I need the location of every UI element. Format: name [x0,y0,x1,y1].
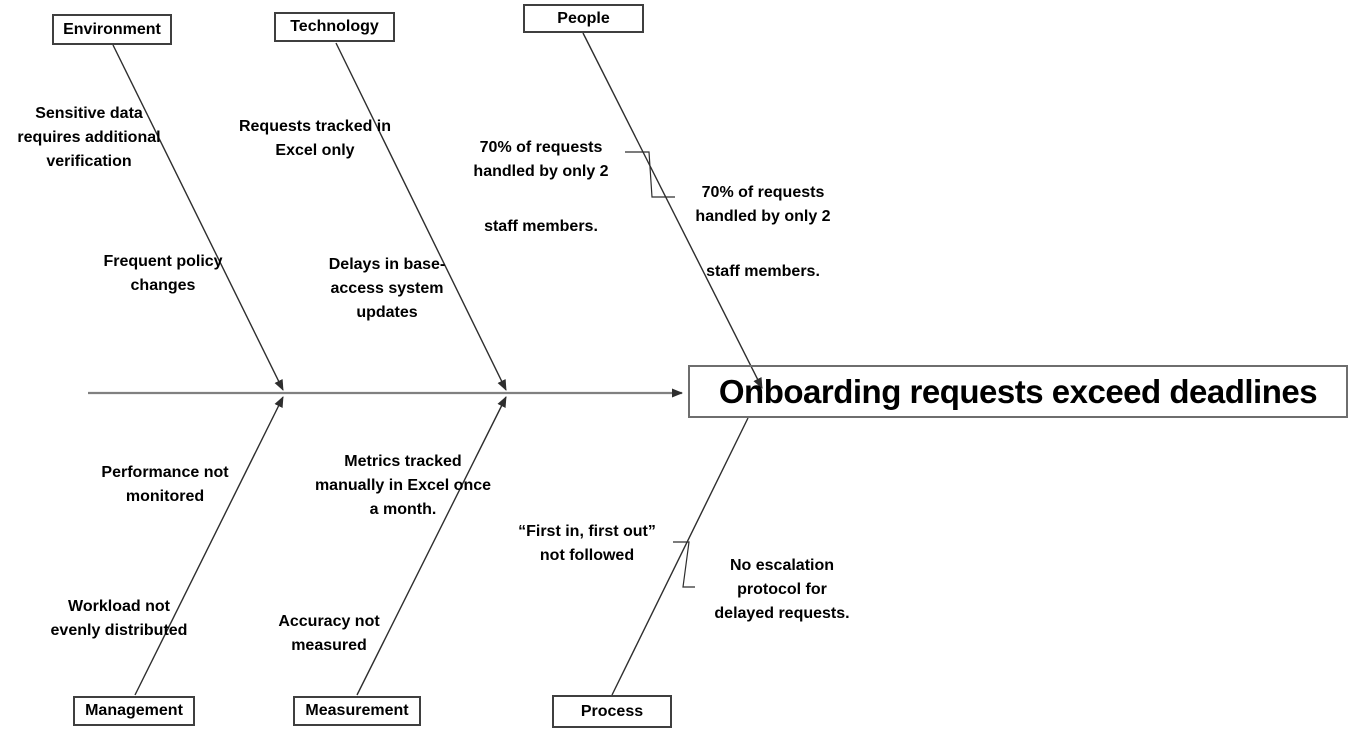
connector-bracket-process [673,541,695,588]
category-label-environment: Environment [63,20,161,38]
category-box-technology: Technology [274,12,395,42]
category-box-process: Process [552,695,672,728]
category-label-process: Process [580,702,644,720]
cause-technology-1: Requests tracked in Excel only [238,118,392,159]
branch-line-technology [335,42,507,391]
problem-box: Onboarding requests exceed deadlines [688,365,1348,418]
cause-management-1: Performance not monitored [101,464,229,505]
cause-process-1: “First in, first out” not followed [518,523,656,564]
category-box-environment: Environment [52,14,172,45]
cause-technology-2: Delays in base- access system updates [328,256,446,321]
branch-line-measurement [356,396,507,696]
branch-line-process [611,417,749,696]
cause-people-2-main: 70% of requests handled by only 2 [695,184,831,225]
connector-bracket-people [625,151,675,198]
category-label-people: People [557,9,610,27]
cause-measurement-2: Accuracy not measured [278,613,380,654]
category-box-people: People [523,4,644,33]
cause-people-1-main: 70% of requests handled by only 2 [473,139,609,180]
category-label-measurement: Measurement [305,702,409,719]
cause-management-2: Workload not evenly distributed [50,598,188,639]
branch-line-management [134,396,284,696]
category-label-technology: Technology [290,18,379,35]
cause-people-2: 70% of requests handled by only 2 staff … [673,157,853,308]
cause-measurement-1: Metrics tracked manually in Excel once a… [314,453,492,518]
cause-environment-2: Frequent policy changes [103,253,223,294]
branch-line-environment [112,44,284,391]
cause-environment-1: Sensitive data requires additional verif… [17,105,161,170]
cause-people-1: 70% of requests handled by only 2 staff … [451,112,631,263]
category-box-measurement: Measurement [293,696,421,726]
branch-line-people [582,32,763,389]
cause-process-2: No escalation protocol for delayed reque… [714,557,850,622]
problem-statement: Onboarding requests exceed deadlines [718,372,1318,410]
cause-people-1-tail: staff members. [484,218,598,235]
category-box-management: Management [73,696,195,726]
cause-people-2-tail: staff members. [706,263,820,280]
category-label-management: Management [85,702,183,719]
